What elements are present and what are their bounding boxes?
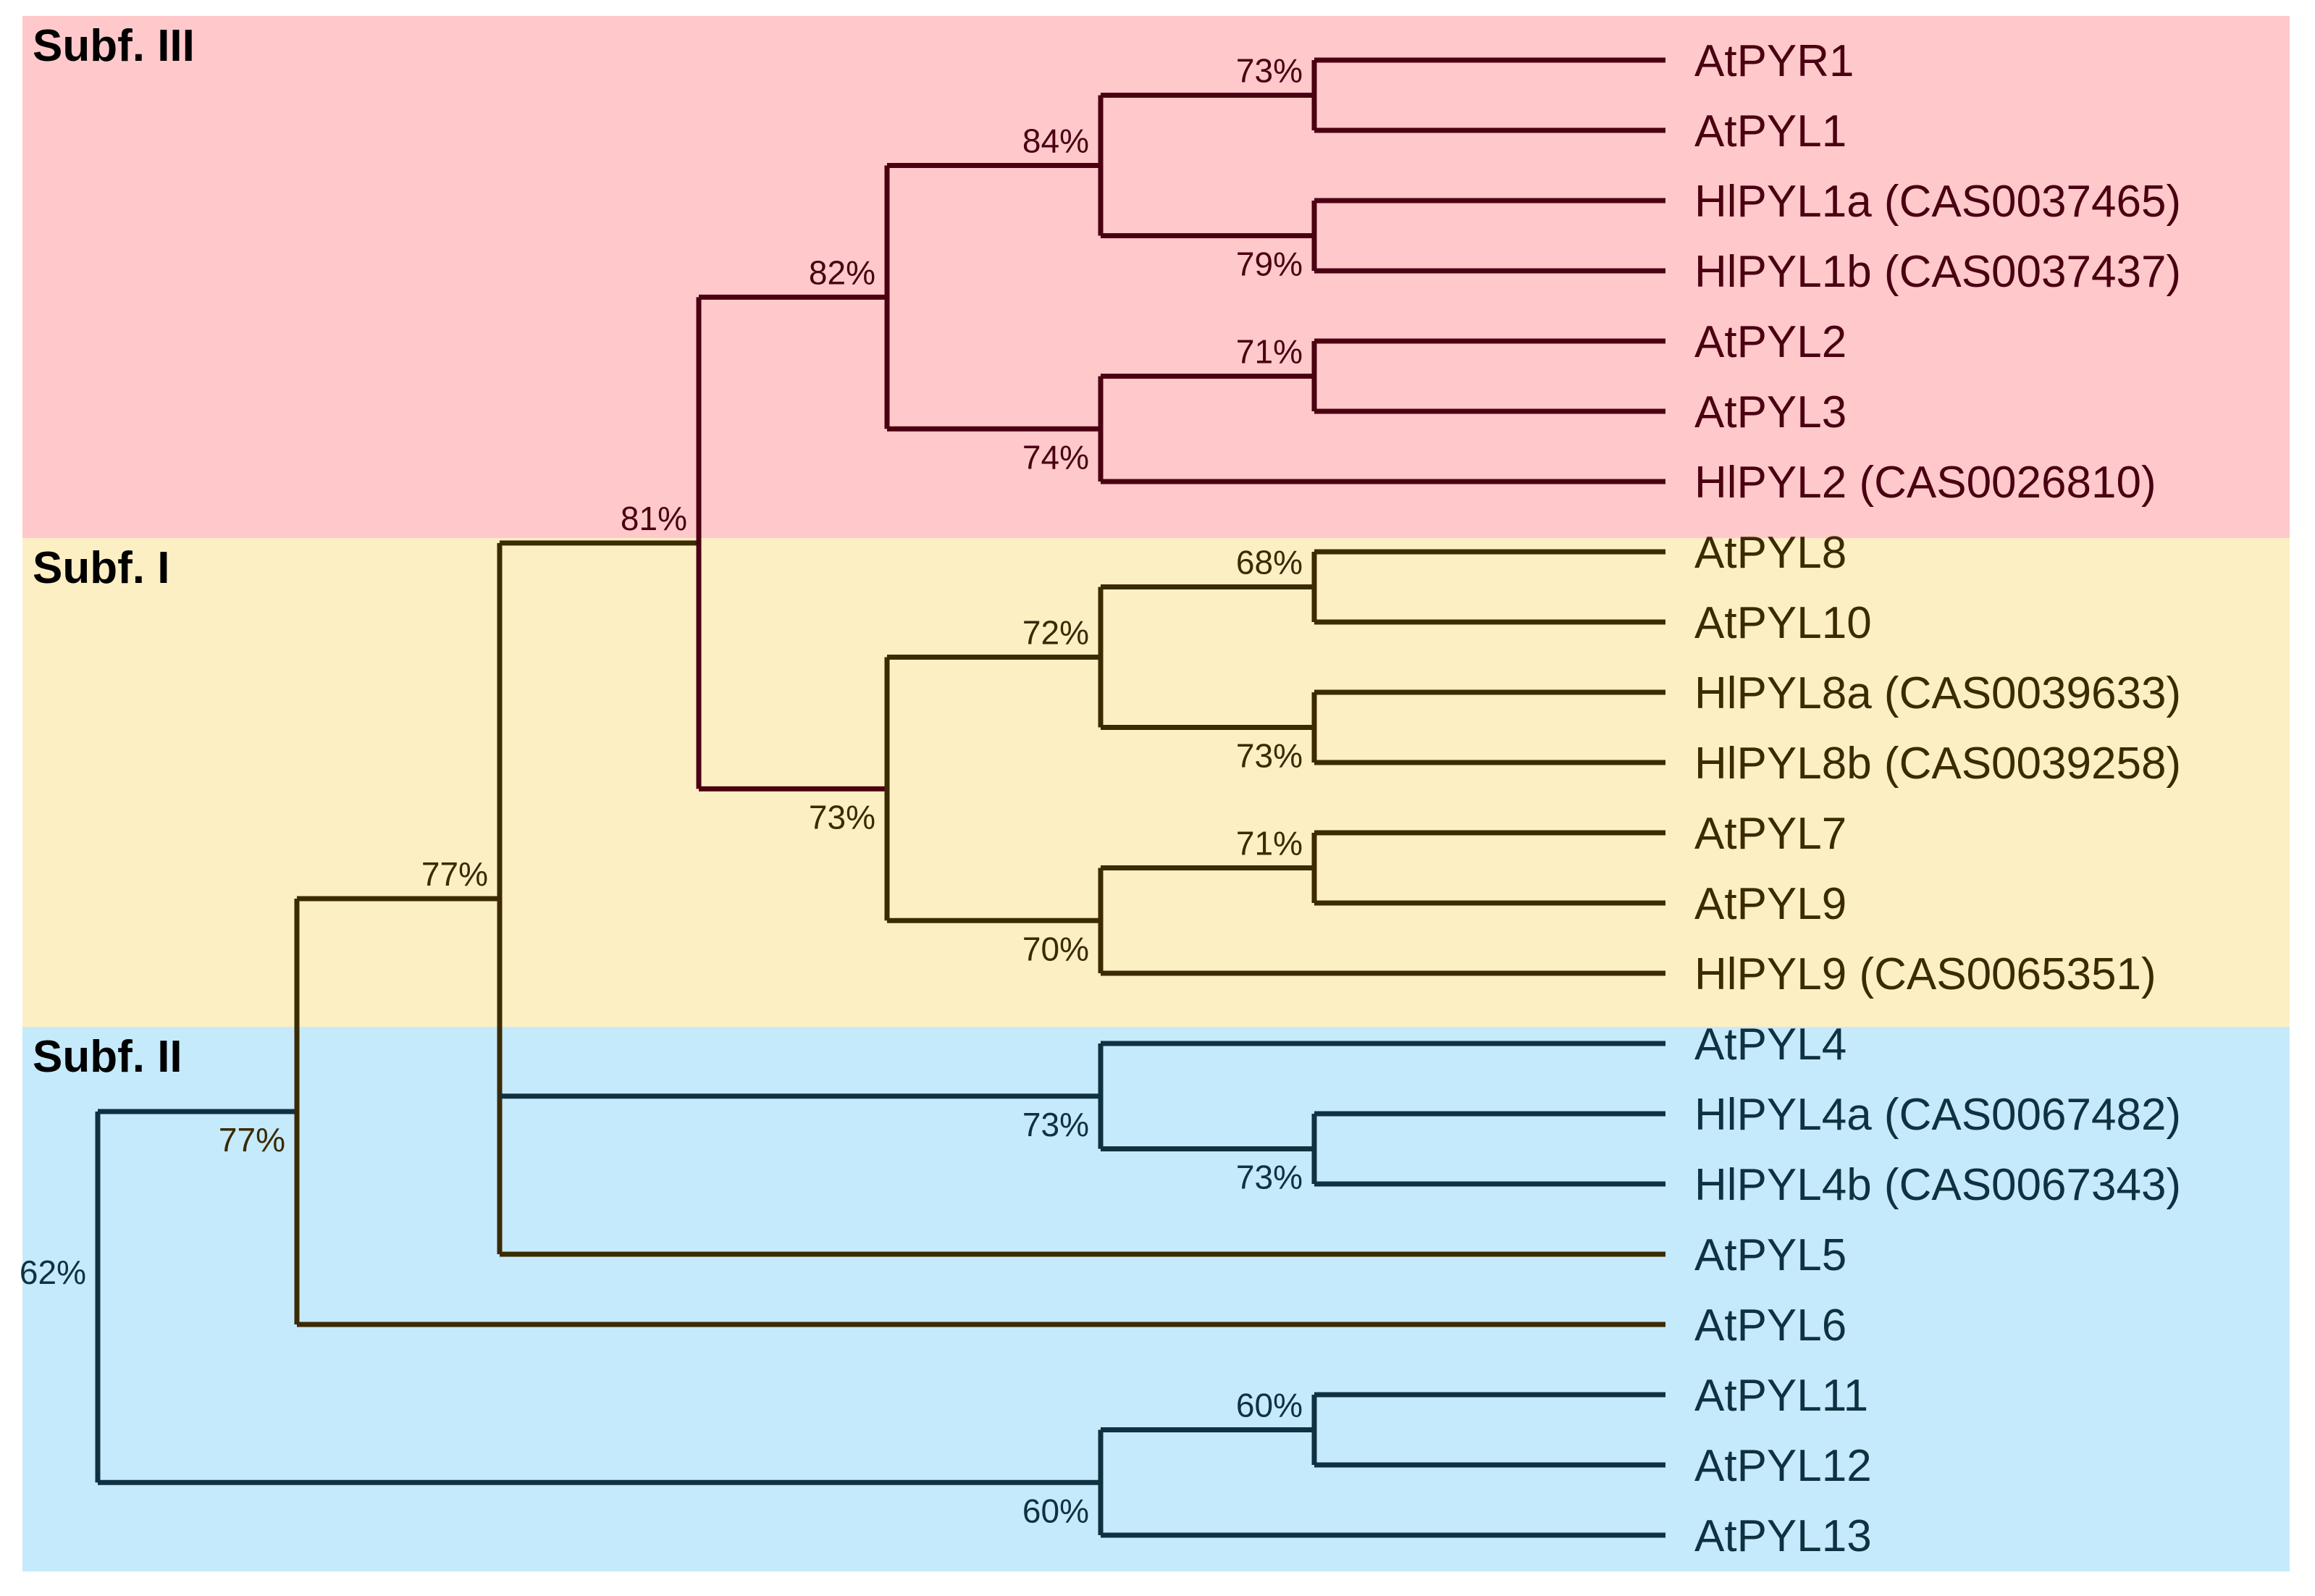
support-value-label: 70% [1022, 930, 1089, 967]
support-value-label: 81% [621, 500, 687, 537]
leaf-label: AtPYL13 [1694, 1511, 1872, 1561]
leaf-label: AtPYL9 [1694, 879, 1846, 929]
band-title-subf3: Subf. III [33, 21, 195, 71]
band-subf1 [22, 538, 2290, 1027]
support-value-label: 72% [1022, 614, 1089, 652]
support-value-label: 60% [1022, 1492, 1089, 1529]
band-title-subf1: Subf. I [33, 543, 169, 593]
leaf-label: AtPYL5 [1694, 1230, 1846, 1280]
leaf-label: HlPYL2 (CAS0026810) [1694, 458, 2156, 508]
leaf-label: HlPYL1b (CAS0037437) [1694, 247, 2181, 297]
leaf-label: AtPYL11 [1694, 1371, 1868, 1421]
support-value-label: 71% [1236, 333, 1303, 371]
support-value-label: 73% [809, 798, 875, 836]
leaf-label: HlPYL4a (CAS0067482) [1694, 1090, 2181, 1140]
leaf-label: AtPYL12 [1694, 1441, 1872, 1491]
support-value-label: 73% [1236, 737, 1303, 775]
leaf-label: AtPYL6 [1694, 1301, 1846, 1351]
leaf-label: AtPYL8 [1694, 528, 1846, 578]
leaf-label: AtPYL4 [1694, 1020, 1846, 1070]
support-value-label: 77% [219, 1121, 285, 1159]
support-value-label: 82% [809, 253, 875, 291]
support-value-label: 77% [421, 855, 488, 893]
leaf-label: HlPYL4b (CAS0067343) [1694, 1160, 2181, 1210]
band-subf3 [22, 16, 2290, 538]
band-title-subf2: Subf. II [33, 1032, 182, 1082]
leaf-label: AtPYR1 [1694, 36, 1854, 86]
support-value-label: 84% [1022, 122, 1089, 160]
support-value-label: 74% [1022, 438, 1089, 476]
support-value-label: 68% [1236, 544, 1303, 581]
leaf-label: HlPYL8b (CAS0039258) [1694, 739, 2181, 789]
leaf-label: AtPYL1 [1694, 106, 1846, 156]
leaf-label: HlPYL1a (CAS0037465) [1694, 177, 2181, 227]
support-value-label: 73% [1236, 1159, 1303, 1196]
leaf-label: HlPYL9 (CAS0065351) [1694, 949, 2156, 999]
support-value-label: 71% [1236, 825, 1303, 862]
support-value-label: 60% [1236, 1387, 1303, 1424]
leaf-label: AtPYL7 [1694, 809, 1846, 859]
leaf-label: HlPYL8a (CAS0039633) [1694, 668, 2181, 718]
support-value-label: 73% [1022, 1106, 1089, 1143]
leaf-label: AtPYL3 [1694, 387, 1846, 437]
leaf-label: AtPYL10 [1694, 598, 1872, 648]
support-value-label: 79% [1236, 245, 1303, 283]
support-value-label: 62% [20, 1253, 86, 1291]
leaf-label: AtPYL2 [1694, 317, 1846, 367]
support-value-label: 73% [1236, 52, 1303, 90]
